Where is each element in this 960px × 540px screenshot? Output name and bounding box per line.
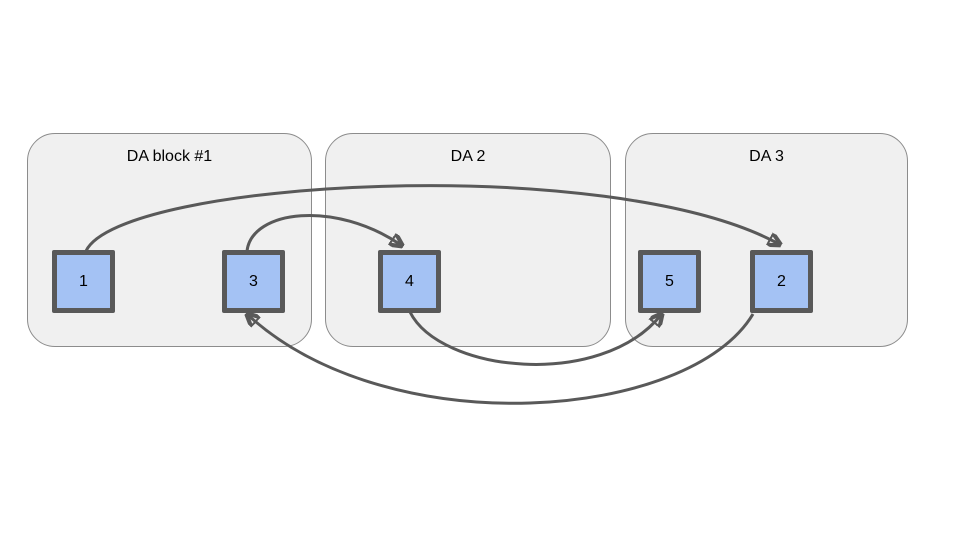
node-label-2: 2 xyxy=(777,272,786,290)
da-block-1-title: DA block #1 xyxy=(126,148,213,165)
node-square-4: 4 xyxy=(378,250,441,313)
node-label-5: 5 xyxy=(665,272,674,290)
node-square-3: 3 xyxy=(222,250,285,313)
da-block-1: DA block #1 xyxy=(27,133,312,347)
da-block-2: DA 2 xyxy=(325,133,611,347)
da-block-2-title: DA 2 xyxy=(450,148,486,165)
node-square-5: 5 xyxy=(638,250,701,313)
da-block-3: DA 3 xyxy=(625,133,908,347)
node-square-1: 1 xyxy=(52,250,115,313)
node-square-2: 2 xyxy=(750,250,813,313)
node-label-1: 1 xyxy=(79,272,88,290)
da-block-3-title: DA 3 xyxy=(749,148,784,165)
node-label-3: 3 xyxy=(249,272,258,290)
node-label-4: 4 xyxy=(405,272,414,290)
